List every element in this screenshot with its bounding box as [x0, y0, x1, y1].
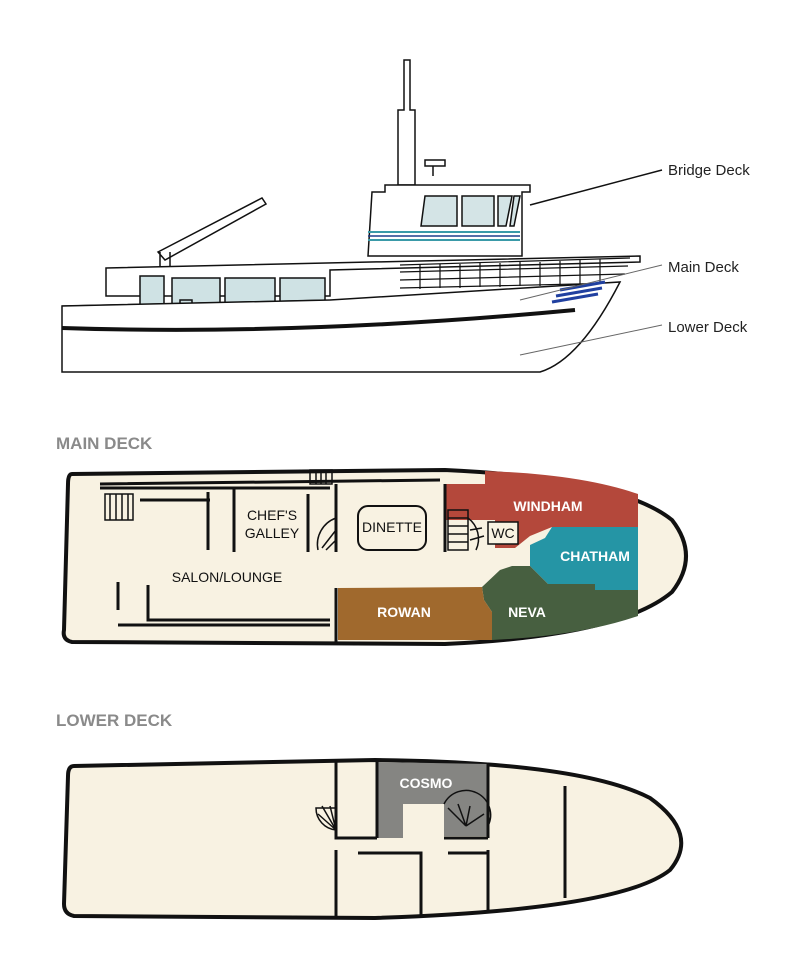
label-wc: WC	[491, 525, 514, 541]
cabin-chatham[interactable]	[530, 527, 638, 590]
label-galley: GALLEY	[245, 525, 300, 541]
leader-bridge	[529, 169, 663, 206]
lower-deck-walls	[334, 762, 567, 918]
ship-profile: Bridge Deck Main Deck Lower Deck	[61, 59, 750, 373]
main-deck-plan: CHEF'S GALLEY DINETTE WC SALON/LOUNGE WI…	[61, 467, 688, 647]
leader-lower	[519, 324, 663, 356]
label-neva: NEVA	[508, 604, 546, 620]
wc-stairs	[447, 509, 519, 551]
label-rowan: ROWAN	[377, 604, 431, 620]
lower-deck-stairs	[315, 789, 492, 831]
cabin-windham[interactable]	[445, 471, 638, 548]
label-chefs: CHEF'S	[247, 507, 297, 523]
main-deck-heading: MAIN DECK	[56, 434, 153, 453]
label-lower-deck: Lower Deck	[668, 319, 748, 336]
label-main-deck: Main Deck	[668, 259, 739, 276]
leader-main	[519, 264, 663, 301]
lower-deck-heading: LOWER DECK	[56, 711, 173, 730]
mast	[397, 59, 416, 186]
label-windham: WINDHAM	[513, 498, 582, 514]
lower-deck-plan: COSMO	[61, 757, 684, 921]
rub-rail	[61, 308, 576, 332]
bridge-windows	[420, 195, 521, 227]
label-cosmo: COSMO	[400, 775, 453, 791]
cabin-neva[interactable]	[482, 566, 638, 640]
label-salon-lounge: SALON/LOUNGE	[172, 569, 282, 585]
cabin-cosmo[interactable]	[377, 762, 488, 838]
label-dinette: DINETTE	[362, 519, 422, 535]
radar	[424, 159, 446, 176]
cabin-rowan[interactable]	[338, 587, 492, 640]
galley-stairs	[104, 469, 337, 551]
label-chatham: CHATHAM	[560, 548, 630, 564]
crane	[156, 197, 268, 273]
dinette-table	[357, 505, 427, 551]
label-bridge-deck: Bridge Deck	[668, 162, 750, 179]
